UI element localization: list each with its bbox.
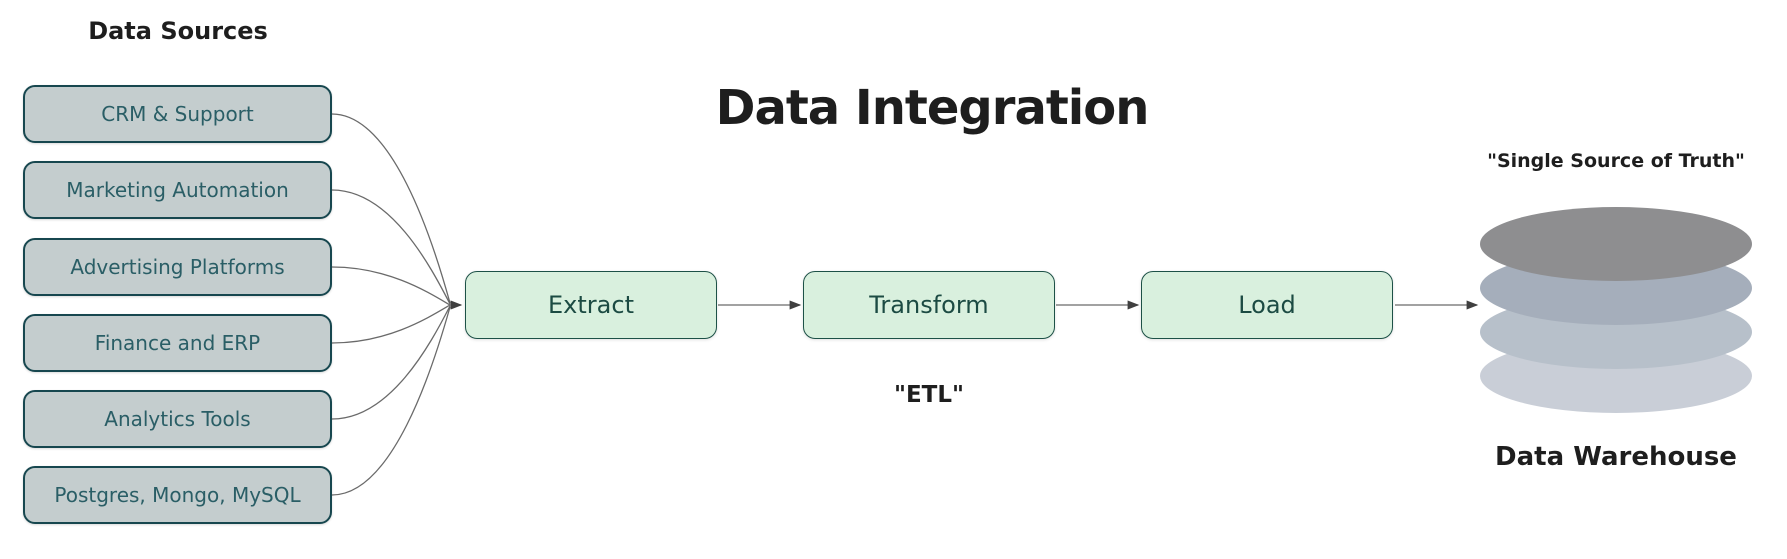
database-icon (1480, 207, 1752, 413)
data-warehouse-label: Data Warehouse (1495, 442, 1737, 472)
curve-marketing-to-extract (331, 189, 451, 305)
single-source-of-truth-caption: "Single Source of Truth" (1487, 150, 1745, 172)
pipeline-step-load: Load (1141, 271, 1393, 339)
data-sources-heading: Data Sources (88, 17, 268, 45)
source-box-finance-erp: Finance and ERP (23, 314, 332, 372)
source-box-crm-support: CRM & Support (23, 85, 332, 143)
database-layer-3 (1480, 295, 1752, 369)
database-layer-1 (1480, 207, 1752, 281)
curve-advertising-to-extract (331, 266, 451, 306)
pipeline-step-transform: Transform (803, 271, 1055, 339)
source-box-advertising-platforms: Advertising Platforms (23, 238, 332, 296)
curve-finance-to-extract (331, 304, 451, 344)
source-box-marketing-automation: Marketing Automation (23, 161, 332, 219)
pipeline-step-extract: Extract (465, 271, 717, 339)
page-title: Data Integration (715, 80, 1150, 136)
database-layer-2 (1480, 251, 1752, 325)
database-layer-4 (1480, 339, 1752, 413)
source-box-databases: Postgres, Mongo, MySQL (23, 466, 332, 524)
source-box-analytics-tools: Analytics Tools (23, 390, 332, 448)
curve-analytics-to-extract (331, 305, 451, 420)
etl-caption: "ETL" (893, 382, 965, 408)
curve-crm-to-extract (331, 113, 451, 304)
curve-databases-to-extract (331, 306, 451, 496)
